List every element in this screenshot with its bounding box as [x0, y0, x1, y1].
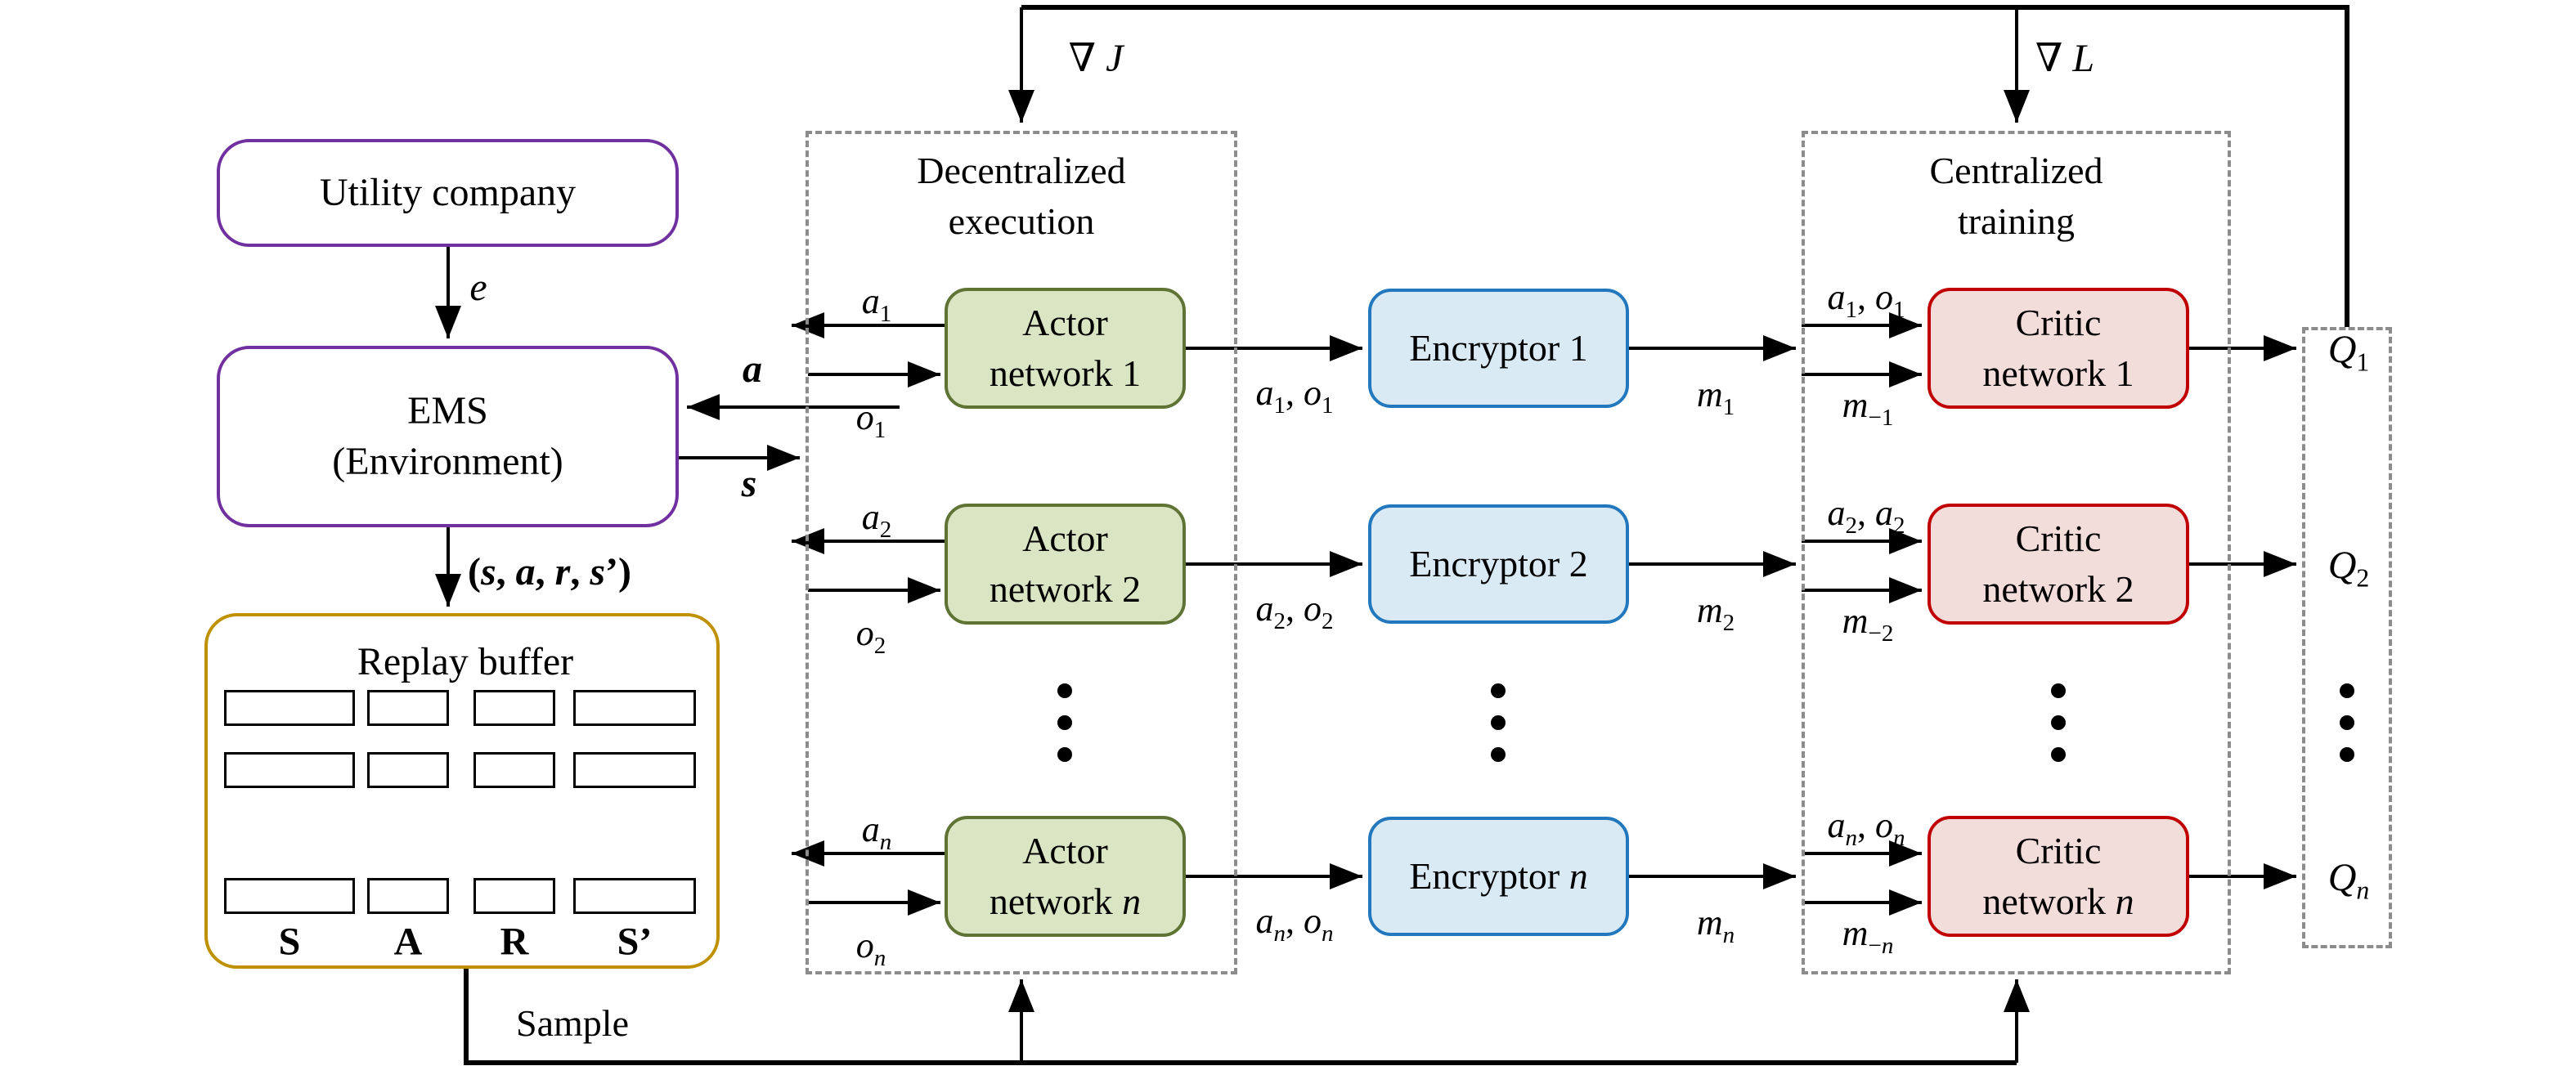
- decentralized-title-line2: execution: [948, 200, 1095, 242]
- replay-slot: [473, 690, 555, 726]
- messageN-label: mn: [1696, 903, 1735, 948]
- replay-column-state: S: [278, 920, 301, 964]
- replay-slot: [573, 878, 696, 914]
- replay-slot: [573, 752, 696, 788]
- encryptor2-label: Encryptor 2: [1409, 543, 1588, 585]
- obsN-label: on: [855, 925, 886, 971]
- encryptor-2-box: Encryptor 2: [1368, 504, 1629, 624]
- centralized-title-line1: Centralized: [1929, 150, 2103, 191]
- actor-network-2-box: Actor network 2: [945, 504, 1186, 625]
- obs1-label: o1: [855, 397, 886, 443]
- actorN-line2: network n: [989, 880, 1142, 922]
- sample-label: Sample: [516, 1002, 629, 1044]
- encryptor-n-box: Encryptor n: [1368, 817, 1629, 936]
- criticN-top-input-label: an, on: [1827, 805, 1905, 851]
- replay-column-reward: R: [500, 920, 529, 964]
- centralized-training-container: [1802, 131, 2231, 974]
- q1-label: Q1: [2327, 328, 2370, 377]
- actor-network-1-box: Actor network 1: [945, 288, 1186, 409]
- criticN-line1: Critic: [2015, 830, 2102, 871]
- actor-network-n-box: Actor network n: [945, 816, 1186, 937]
- encryptor1-label: Encryptor 1: [1409, 327, 1588, 369]
- obs2-label: o2: [855, 613, 886, 659]
- gradient-l-label: ∇ L: [2035, 37, 2095, 80]
- sample-line: [464, 969, 2017, 1065]
- centralized-title: Centralized training: [1802, 146, 2231, 247]
- critic2-line2: network 2: [1982, 568, 2134, 610]
- critic1-bottom-input-label: m−1: [1842, 385, 1894, 431]
- feedback-top-line: [1021, 5, 2349, 327]
- replay-slot: [224, 690, 355, 726]
- critic2-line1: Critic: [2015, 517, 2102, 559]
- criticN-line2: network n: [1982, 880, 2134, 922]
- decentralized-title-line1: Decentralized: [917, 150, 1126, 191]
- critic2-top-input-label: a2, a2: [1827, 493, 1905, 539]
- replay-slot: [573, 690, 696, 726]
- encryptorN-label: Encryptor n: [1409, 855, 1588, 897]
- transition-tuple-label: (s, a, r, s’): [467, 550, 632, 593]
- actionN-label: an: [861, 809, 892, 855]
- actor1-line2: network 1: [989, 352, 1142, 394]
- actor2-line2: network 2: [989, 568, 1142, 610]
- decentralized-title: Decentralized execution: [806, 146, 1237, 247]
- utility-company-box: Utility company: [217, 139, 679, 247]
- q-values-container: [2302, 327, 2392, 948]
- actor1-output-label: a1, o1: [1255, 373, 1334, 419]
- action-vector-label: a: [743, 347, 762, 391]
- criticN-bottom-input-label: m−n: [1842, 913, 1894, 959]
- critic2-bottom-input-label: m−2: [1842, 601, 1894, 647]
- replay-slot: [367, 752, 449, 788]
- actorN-line1: Actor: [1022, 830, 1108, 871]
- actor2-output-label: a2, o2: [1255, 589, 1334, 634]
- critic-network-n-box: Critic network n: [1928, 816, 2189, 937]
- replay-buffer-box: Replay buffer S A R S’: [204, 613, 720, 969]
- replay-buffer-title: Replay buffer: [357, 640, 574, 683]
- centralized-title-line2: training: [1957, 200, 2076, 242]
- critic1-line2: network 1: [1982, 352, 2134, 394]
- action2-label: a2: [861, 497, 892, 543]
- state-vector-label: s: [741, 462, 757, 505]
- decentralized-execution-container: [806, 131, 1237, 974]
- replay-slot: [473, 878, 555, 914]
- message1-label: m1: [1696, 374, 1735, 420]
- vertical-ellipsis-dots: [1057, 683, 2354, 762]
- critic-network-2-box: Critic network 2: [1928, 504, 2189, 625]
- replay-slot: [224, 752, 355, 788]
- message2-label: m2: [1696, 590, 1735, 636]
- replay-slot: [367, 690, 449, 726]
- ems-environment-box: EMS (Environment): [217, 346, 679, 527]
- e-signal-label: e: [469, 266, 487, 309]
- replay-column-next-state: S’: [617, 920, 653, 964]
- actorN-output-label: an, on: [1255, 901, 1334, 947]
- replay-slot: [473, 752, 555, 788]
- qN-label: Qn: [2327, 856, 2370, 905]
- replay-slot: [224, 878, 355, 914]
- replay-slot: [367, 878, 449, 914]
- ems-label-line1: EMS: [407, 389, 488, 432]
- actor1-line1: Actor: [1022, 302, 1108, 343]
- ems-label-line2: (Environment): [332, 440, 563, 483]
- q2-label: Q2: [2327, 544, 2370, 593]
- critic-network-1-box: Critic network 1: [1928, 288, 2189, 409]
- encryptor-1-box: Encryptor 1: [1368, 289, 1629, 408]
- critic1-line1: Critic: [2015, 302, 2102, 343]
- utility-company-label: Utility company: [319, 171, 577, 214]
- actor2-line1: Actor: [1022, 517, 1108, 559]
- critic1-top-input-label: a1, o1: [1827, 277, 1905, 323]
- replay-column-action: A: [393, 920, 423, 964]
- action1-label: a1: [861, 281, 892, 327]
- gradient-j-label: ∇ J: [1068, 37, 1124, 80]
